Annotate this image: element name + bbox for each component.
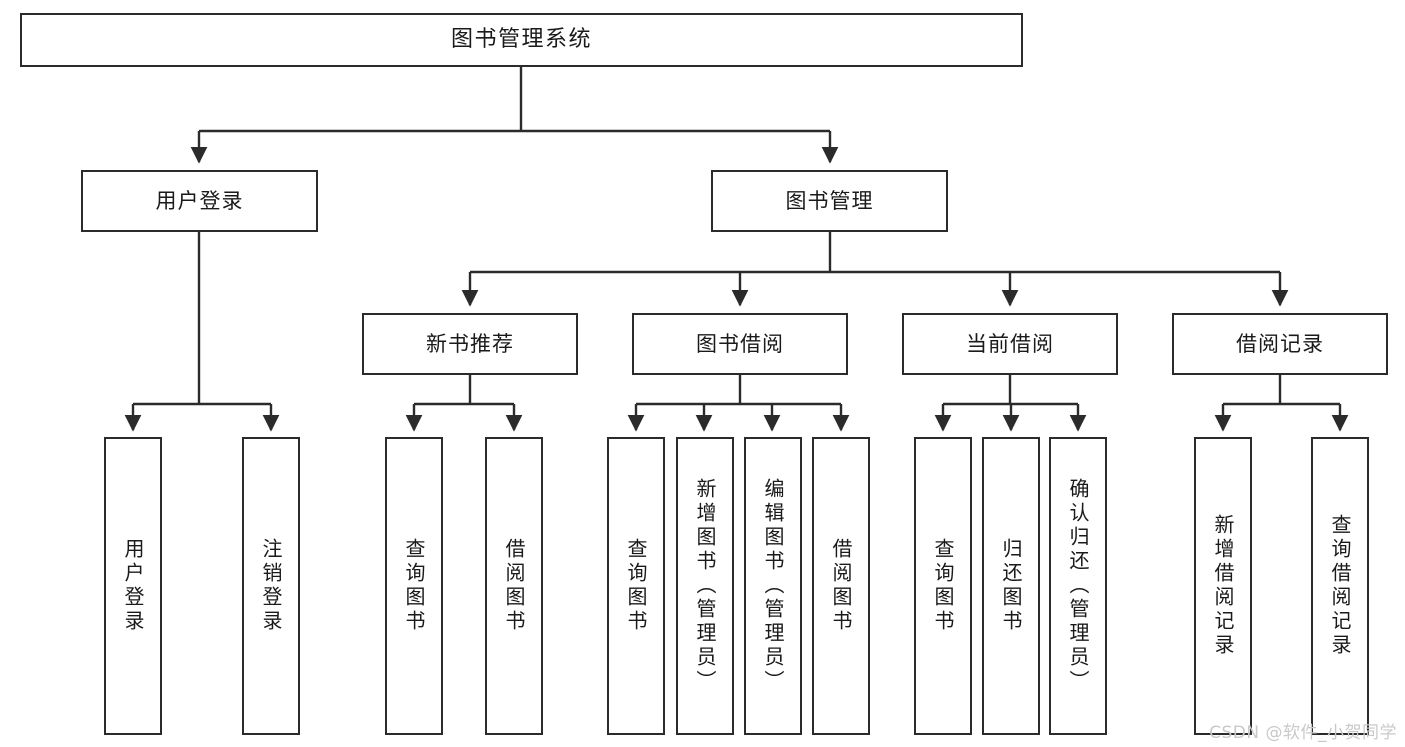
- node-leaf-query-book-3[interactable]: 查询图书: [914, 437, 972, 735]
- node-leaf-query-book-2-label: 查询图书: [624, 538, 648, 634]
- node-book-management-label: 图书管理: [785, 188, 874, 213]
- node-leaf-query-book-3-label: 查询图书: [931, 538, 955, 634]
- node-new-book-recommend[interactable]: 新书推荐: [362, 313, 578, 375]
- node-current-borrow[interactable]: 当前借阅: [902, 313, 1118, 375]
- node-leaf-borrow-book-1[interactable]: 借阅图书: [485, 437, 543, 735]
- node-root[interactable]: 图书管理系统: [20, 13, 1023, 67]
- node-book-management[interactable]: 图书管理: [711, 170, 948, 232]
- node-leaf-query-record-label: 查询借阅记录: [1328, 514, 1352, 658]
- node-leaf-return-book-label: 归还图书: [999, 538, 1023, 634]
- node-leaf-logout-login-label: 注销登录: [259, 538, 283, 634]
- node-new-book-recommend-label: 新书推荐: [426, 331, 514, 356]
- csdn-watermark: CSDN @软件_小贺同学: [1209, 723, 1397, 743]
- node-leaf-return-book[interactable]: 归还图书: [982, 437, 1040, 735]
- node-leaf-query-book-1-label: 查询图书: [402, 538, 426, 634]
- node-leaf-borrow-book-2-label: 借阅图书: [829, 538, 853, 634]
- node-leaf-user-login-label: 用户登录: [121, 538, 145, 634]
- node-borrow-record-label: 借阅记录: [1236, 331, 1324, 356]
- node-leaf-edit-book-label: 编辑图书（管理员）: [761, 478, 785, 694]
- node-user-login-label: 用户登录: [155, 188, 244, 213]
- node-book-borrow[interactable]: 图书借阅: [632, 313, 848, 375]
- node-book-borrow-label: 图书借阅: [696, 331, 784, 356]
- node-leaf-add-book-label: 新增图书（管理员）: [693, 478, 717, 694]
- node-leaf-confirm-return-label: 确认归还（管理员）: [1066, 478, 1090, 694]
- node-leaf-add-record[interactable]: 新增借阅记录: [1194, 437, 1252, 735]
- node-user-login[interactable]: 用户登录: [81, 170, 318, 232]
- node-leaf-borrow-book-2[interactable]: 借阅图书: [812, 437, 870, 735]
- node-leaf-edit-book[interactable]: 编辑图书（管理员）: [744, 437, 802, 735]
- node-leaf-query-record[interactable]: 查询借阅记录: [1311, 437, 1369, 735]
- node-root-label: 图书管理系统: [450, 27, 592, 53]
- node-leaf-add-record-label: 新增借阅记录: [1211, 514, 1235, 658]
- node-leaf-query-book-2[interactable]: 查询图书: [607, 437, 665, 735]
- node-leaf-logout-login[interactable]: 注销登录: [242, 437, 300, 735]
- node-leaf-borrow-book-1-label: 借阅图书: [502, 538, 526, 634]
- node-current-borrow-label: 当前借阅: [966, 331, 1054, 356]
- node-leaf-user-login[interactable]: 用户登录: [104, 437, 162, 735]
- node-leaf-confirm-return[interactable]: 确认归还（管理员）: [1049, 437, 1107, 735]
- node-leaf-add-book[interactable]: 新增图书（管理员）: [676, 437, 734, 735]
- node-borrow-record[interactable]: 借阅记录: [1172, 313, 1388, 375]
- node-leaf-query-book-1[interactable]: 查询图书: [385, 437, 443, 735]
